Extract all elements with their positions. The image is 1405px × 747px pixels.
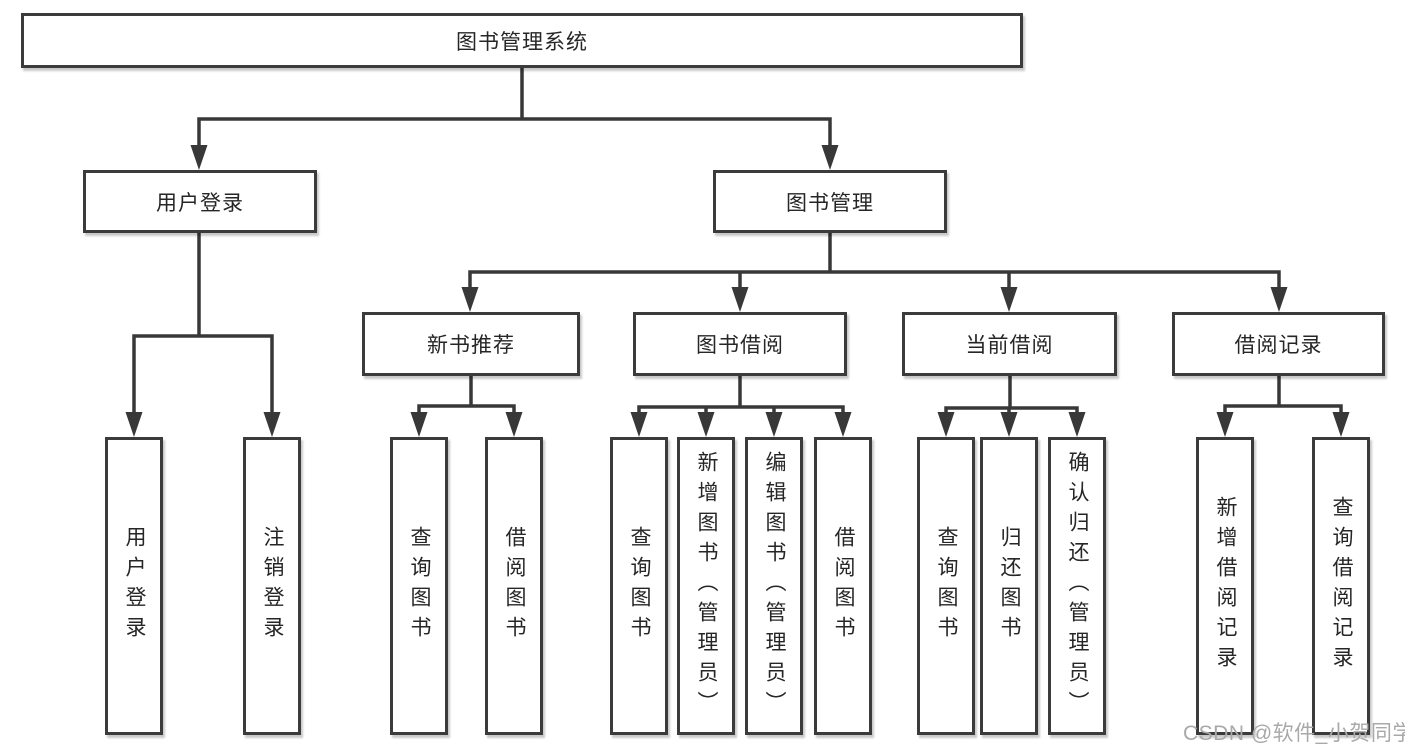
leaf-label: 查询图书 bbox=[628, 526, 651, 646]
leaf-current-confirm-return-admin: 确认归还（管理员） bbox=[1048, 437, 1106, 735]
node-user-login: 用户登录 bbox=[83, 170, 317, 233]
node-label: 图书管理系统 bbox=[456, 30, 588, 54]
node-current-borrow: 当前借阅 bbox=[902, 312, 1117, 376]
leaf-current-query-book: 查询图书 bbox=[917, 437, 975, 735]
leaf-label: 借阅图书 bbox=[832, 526, 855, 646]
leaf-user-login: 用户登录 bbox=[105, 437, 163, 735]
leaf-record-query-record: 查询借阅记录 bbox=[1312, 437, 1370, 735]
leaf-borrow-query-book: 查询图书 bbox=[610, 437, 668, 735]
leaf-label: 查询图书 bbox=[408, 526, 431, 646]
leaf-recommend-borrow-book: 借阅图书 bbox=[485, 437, 543, 735]
leaf-label: 编辑图书（管理员） bbox=[763, 451, 786, 721]
leaf-recommend-query-book: 查询图书 bbox=[390, 437, 448, 735]
leaf-current-return-book: 归还图书 bbox=[980, 437, 1038, 735]
node-label: 新书推荐 bbox=[427, 334, 515, 357]
leaf-label: 归还图书 bbox=[998, 526, 1021, 646]
leaf-record-add-record: 新增借阅记录 bbox=[1196, 437, 1254, 735]
leaf-label: 新增借阅记录 bbox=[1214, 496, 1237, 676]
node-book-borrow: 图书借阅 bbox=[633, 312, 847, 376]
leaf-label: 新增图书（管理员） bbox=[695, 451, 718, 721]
edges bbox=[132, 66, 1343, 420]
leaf-label: 注销登录 bbox=[261, 526, 284, 646]
leaf-borrow-borrow-book: 借阅图书 bbox=[814, 437, 872, 735]
node-label: 图书管理 bbox=[786, 191, 874, 215]
leaf-logout: 注销登录 bbox=[243, 437, 301, 735]
leaf-label: 查询借阅记录 bbox=[1330, 496, 1353, 676]
leaf-borrow-add-book-admin: 新增图书（管理员） bbox=[677, 437, 735, 735]
node-new-book-recommend: 新书推荐 bbox=[362, 312, 580, 376]
leaf-label: 用户登录 bbox=[123, 526, 146, 646]
leaf-label: 查询图书 bbox=[935, 526, 958, 646]
node-label: 图书借阅 bbox=[696, 334, 784, 357]
arrowheads bbox=[125, 145, 1350, 437]
node-library-management-system: 图书管理系统 bbox=[21, 13, 1023, 68]
node-borrow-record: 借阅记录 bbox=[1172, 312, 1385, 376]
node-label: 当前借阅 bbox=[965, 334, 1054, 357]
node-label: 借阅记录 bbox=[1234, 334, 1323, 357]
leaf-label: 借阅图书 bbox=[503, 526, 526, 646]
node-book-management: 图书管理 bbox=[713, 170, 947, 233]
csdn-watermark: CSDN @软件_小贺同学 bbox=[1183, 722, 1405, 745]
node-label: 用户登录 bbox=[156, 191, 244, 215]
leaf-label: 确认归还（管理员） bbox=[1066, 451, 1089, 721]
leaf-borrow-edit-book-admin: 编辑图书（管理员） bbox=[745, 437, 803, 735]
